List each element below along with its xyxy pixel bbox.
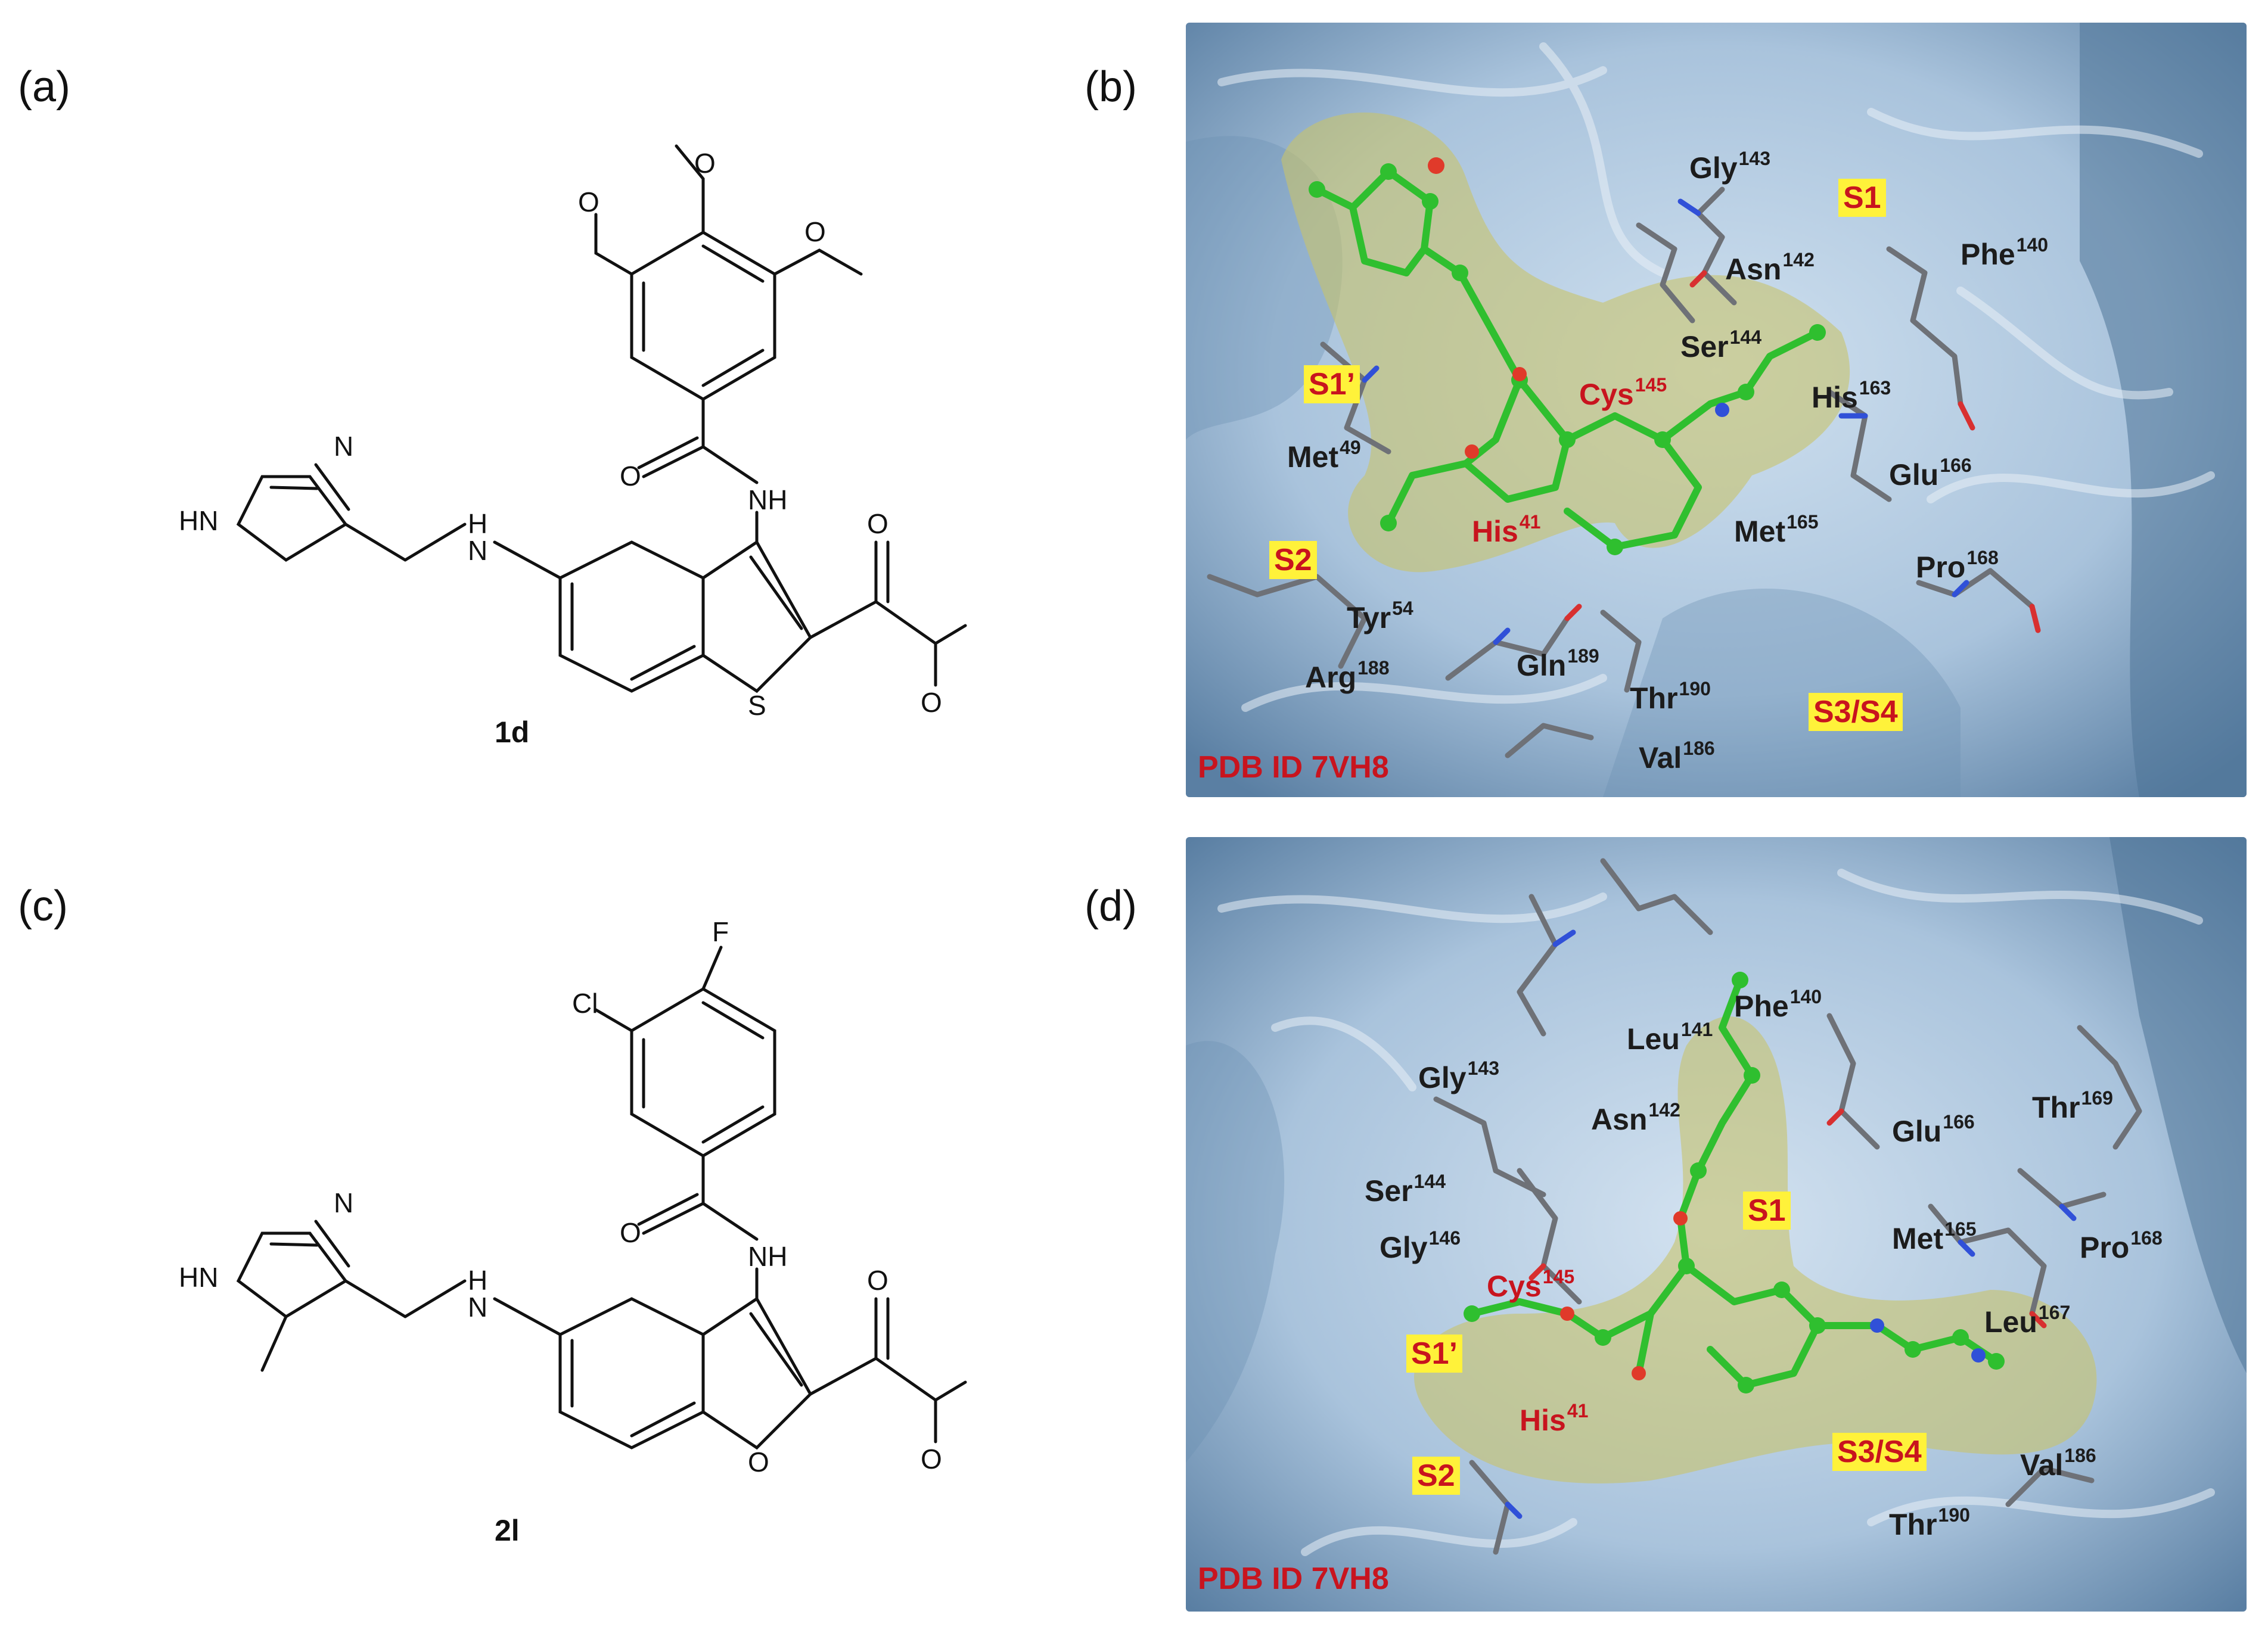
residue-label: Leu167 [1984, 1302, 2071, 1339]
atom-o-carbonyl: O [620, 461, 641, 492]
atom-nh-amide: NH [748, 484, 787, 515]
residue-label: Asn142 [1591, 1099, 1680, 1136]
residue-label: Met165 [1734, 511, 1819, 548]
residue-label: Pro168 [2080, 1227, 2163, 1264]
atom-f: F [712, 916, 729, 947]
protein-surface-b [1186, 23, 2247, 797]
residue-label: Phe140 [1961, 234, 2049, 271]
atom-n-linker: N [468, 535, 487, 566]
residue-label: Met165 [1892, 1218, 1977, 1255]
protein-surface-d [1186, 837, 2247, 1612]
binding-pocket-d [1414, 1016, 2097, 1483]
residue-label: Asn142 [1725, 249, 1815, 286]
residue-label-catalytic: His41 [1520, 1400, 1589, 1437]
residue-label: Arg188 [1305, 657, 1390, 694]
residue-label: His163 [1812, 377, 1891, 414]
residue-label: Gly146 [1380, 1227, 1461, 1264]
atom-s: S [748, 690, 766, 721]
residue-label: Met49 [1287, 437, 1361, 474]
atom-nh-amide: NH [748, 1241, 787, 1272]
site-label-s1: S1 [1743, 1192, 1791, 1230]
atom-h: H [468, 1265, 487, 1296]
atom-o-1: O [578, 186, 599, 217]
residue-label: Val186 [1639, 738, 1715, 774]
panel-label-c: (c) [18, 882, 68, 930]
panel-label-b: (b) [1085, 63, 1137, 111]
residue-label: Glu166 [1892, 1111, 1975, 1148]
residue-label: Leu141 [1627, 1019, 1713, 1056]
docking-view-b: Gly143 Asn142 Phe140 Ser144 Cys145 His16… [1186, 23, 2247, 797]
atom-o-ester-1: O [867, 508, 888, 539]
residue-label: Pro168 [1916, 547, 1999, 584]
atom-o-ester-1: O [867, 1265, 888, 1296]
atom-cl: Cl [572, 988, 598, 1019]
pdb-id-label: PDB ID 7VH8 [1198, 1562, 1389, 1596]
residue-label: Phe140 [1734, 986, 1822, 1023]
structure-1d: O O O O NH S O O H N N HN [179, 144, 967, 721]
residue-label-catalytic: His41 [1472, 511, 1541, 548]
site-label-s2: S2 [1412, 1457, 1460, 1495]
structure-2l: Cl F O NH O O O H N N HN [179, 916, 967, 1478]
pdb-id-label: PDB ID 7VH8 [1198, 750, 1389, 785]
residue-label: Val186 [2020, 1445, 2096, 1482]
site-label-s3s4: S3/S4 [1809, 693, 1903, 731]
atom-o-2: O [694, 148, 716, 179]
atom-o-ester-2: O [921, 1444, 942, 1475]
atom-o-3: O [804, 216, 826, 247]
residue-label-catalytic: Cys145 [1579, 374, 1667, 411]
atom-n-imidazole: N [334, 1187, 353, 1218]
atom-hn-imidazole: HN [179, 1262, 218, 1293]
atom-o-ester-2: O [921, 687, 942, 718]
residue-label: Thr190 [1630, 678, 1711, 715]
panel-label-d: (d) [1085, 882, 1137, 930]
residue-label: Thr169 [2032, 1087, 2113, 1124]
docking-view-d: Phe140 Leu141 Gly143 Asn142 Glu166 Thr16… [1186, 837, 2247, 1612]
residue-label: Gly143 [1689, 148, 1770, 185]
residue-label: Thr190 [1889, 1504, 1970, 1541]
residue-label: Ser144 [1365, 1171, 1446, 1208]
panel-label-a: (a) [18, 63, 70, 111]
atom-h: H [468, 508, 487, 539]
compound-label-2l: 2l [495, 1514, 520, 1547]
residue-label: Gln189 [1517, 645, 1599, 682]
residue-label-catalytic: Cys145 [1487, 1266, 1575, 1303]
atom-hn-imidazole: HN [179, 505, 218, 536]
site-label-s3s4: S3/S4 [1832, 1433, 1927, 1471]
site-label-s2: S2 [1269, 541, 1317, 579]
residue-label: Gly143 [1418, 1057, 1499, 1094]
site-label-s1: S1 [1838, 179, 1886, 217]
compound-label-1d: 1d [495, 716, 530, 749]
site-label-s1prime: S1’ [1406, 1335, 1463, 1373]
atom-n-linker: N [468, 1292, 487, 1323]
site-label-s1prime: S1’ [1304, 365, 1360, 403]
atom-o-furan: O [748, 1447, 769, 1478]
atom-n-imidazole: N [334, 431, 353, 462]
atom-o-carbonyl: O [620, 1217, 641, 1248]
residue-label: Ser144 [1680, 326, 1762, 363]
residue-label: Glu166 [1889, 455, 1972, 492]
residue-label: Tyr54 [1347, 598, 1413, 634]
